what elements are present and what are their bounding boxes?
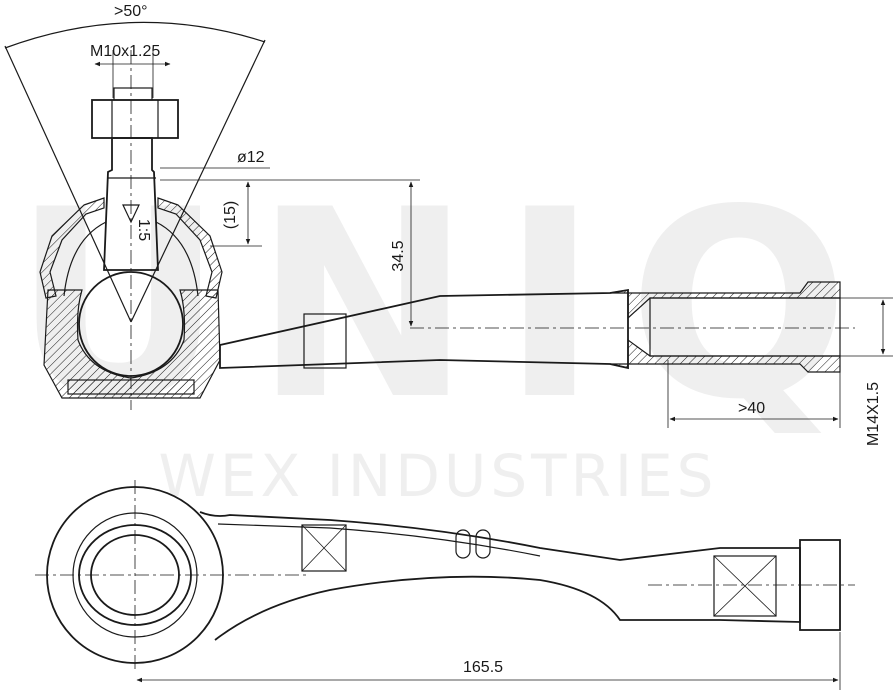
taper-height-label: (15) [222,201,239,229]
wrench-flat-right [713,555,777,617]
height-label: 34.5 [390,240,407,271]
watermark-company: WEX INDUSTRIES [159,442,718,510]
thread-depth-label: >40 [738,400,765,417]
plan-arm [199,511,801,641]
taper-stud [103,137,159,271]
nut [91,99,179,139]
thread-bore [649,297,841,357]
thread-end-label: M14X1.5 [865,382,882,446]
angle-label: >50° [114,3,148,20]
angle-leg-right [130,39,266,323]
plan-view: 165.5 [35,480,855,690]
taper-arrow-icon [122,204,140,224]
taper-ratio-label: 1:5 [135,219,152,241]
wrench-flat-right-x2 [713,555,777,617]
boot-inner-right [155,221,199,297]
diameter-label: ø12 [237,149,265,166]
boot-inner-left [63,221,107,297]
section-view: 1:5 ø12 (15) 34.5 >40 M14X1.5 [4,21,893,446]
wrench-flat-left [301,524,347,572]
boot-left [39,197,105,299]
wrench-flat-left-x2 [301,524,347,572]
angle-arc [4,21,266,49]
stud-tip [113,87,153,101]
arm-boss [303,313,347,369]
watermark-brand: UNIQ [13,155,879,457]
slot-left [455,529,471,559]
ball [78,271,184,377]
slot-right [475,529,491,559]
seat [67,379,195,395]
plan-arm-inner [217,523,541,557]
boot-right [157,197,223,299]
thread-top-label: M10x1.25 [90,43,160,60]
watermark: UNIQ WEX INDUSTRIES [13,155,879,510]
length-label: 165.5 [463,659,503,676]
